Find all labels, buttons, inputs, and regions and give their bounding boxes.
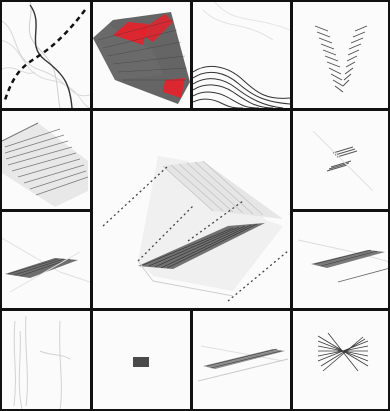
long-slab-drawing bbox=[193, 311, 290, 411]
horizontal-divider-2-right bbox=[290, 209, 390, 212]
thin-slab-drawing bbox=[293, 212, 390, 308]
tile-central-sheet bbox=[93, 111, 290, 308]
slanted-plane-drawing bbox=[0, 111, 90, 209]
tile-flat-slab bbox=[0, 212, 90, 308]
tile-thin-slab bbox=[293, 212, 390, 308]
vertical-divider-1 bbox=[90, 0, 93, 411]
grid-border-top bbox=[0, 0, 390, 2]
grid-border-left bbox=[0, 0, 2, 411]
horizontal-divider-1 bbox=[0, 108, 390, 111]
tile-small-rectangle bbox=[93, 311, 190, 411]
tile-ribbon-red bbox=[93, 0, 190, 108]
tile-faint-scribbles bbox=[0, 311, 90, 411]
horizontal-divider-3 bbox=[0, 308, 390, 311]
tile-long-slab bbox=[193, 311, 290, 411]
central-sheet-drawing bbox=[93, 111, 290, 308]
tile-slanted-plane bbox=[0, 111, 90, 209]
ribbon-red-drawing bbox=[93, 0, 190, 108]
v-hatching-drawing bbox=[293, 0, 390, 108]
tile-v-hatching bbox=[293, 0, 390, 108]
tile-crossing-lines bbox=[293, 311, 390, 411]
faint-scribbles-drawing bbox=[0, 311, 90, 411]
tile-small-strokes bbox=[293, 111, 390, 209]
small-strokes-drawing bbox=[293, 111, 390, 209]
contour-dashed-path-drawing bbox=[0, 0, 90, 108]
small-rectangle-drawing bbox=[93, 311, 190, 411]
crossing-lines-drawing bbox=[293, 311, 390, 411]
vertical-divider-2-bottom bbox=[190, 308, 193, 411]
horizontal-divider-2-left bbox=[0, 209, 93, 212]
concentric-contours-drawing bbox=[193, 0, 290, 108]
flat-slab-drawing bbox=[0, 212, 90, 308]
tile-contour-dashed-path bbox=[0, 0, 90, 108]
vertical-divider-2-top bbox=[190, 0, 193, 111]
tile-concentric-contours bbox=[193, 0, 290, 108]
vertical-divider-3 bbox=[290, 0, 293, 411]
